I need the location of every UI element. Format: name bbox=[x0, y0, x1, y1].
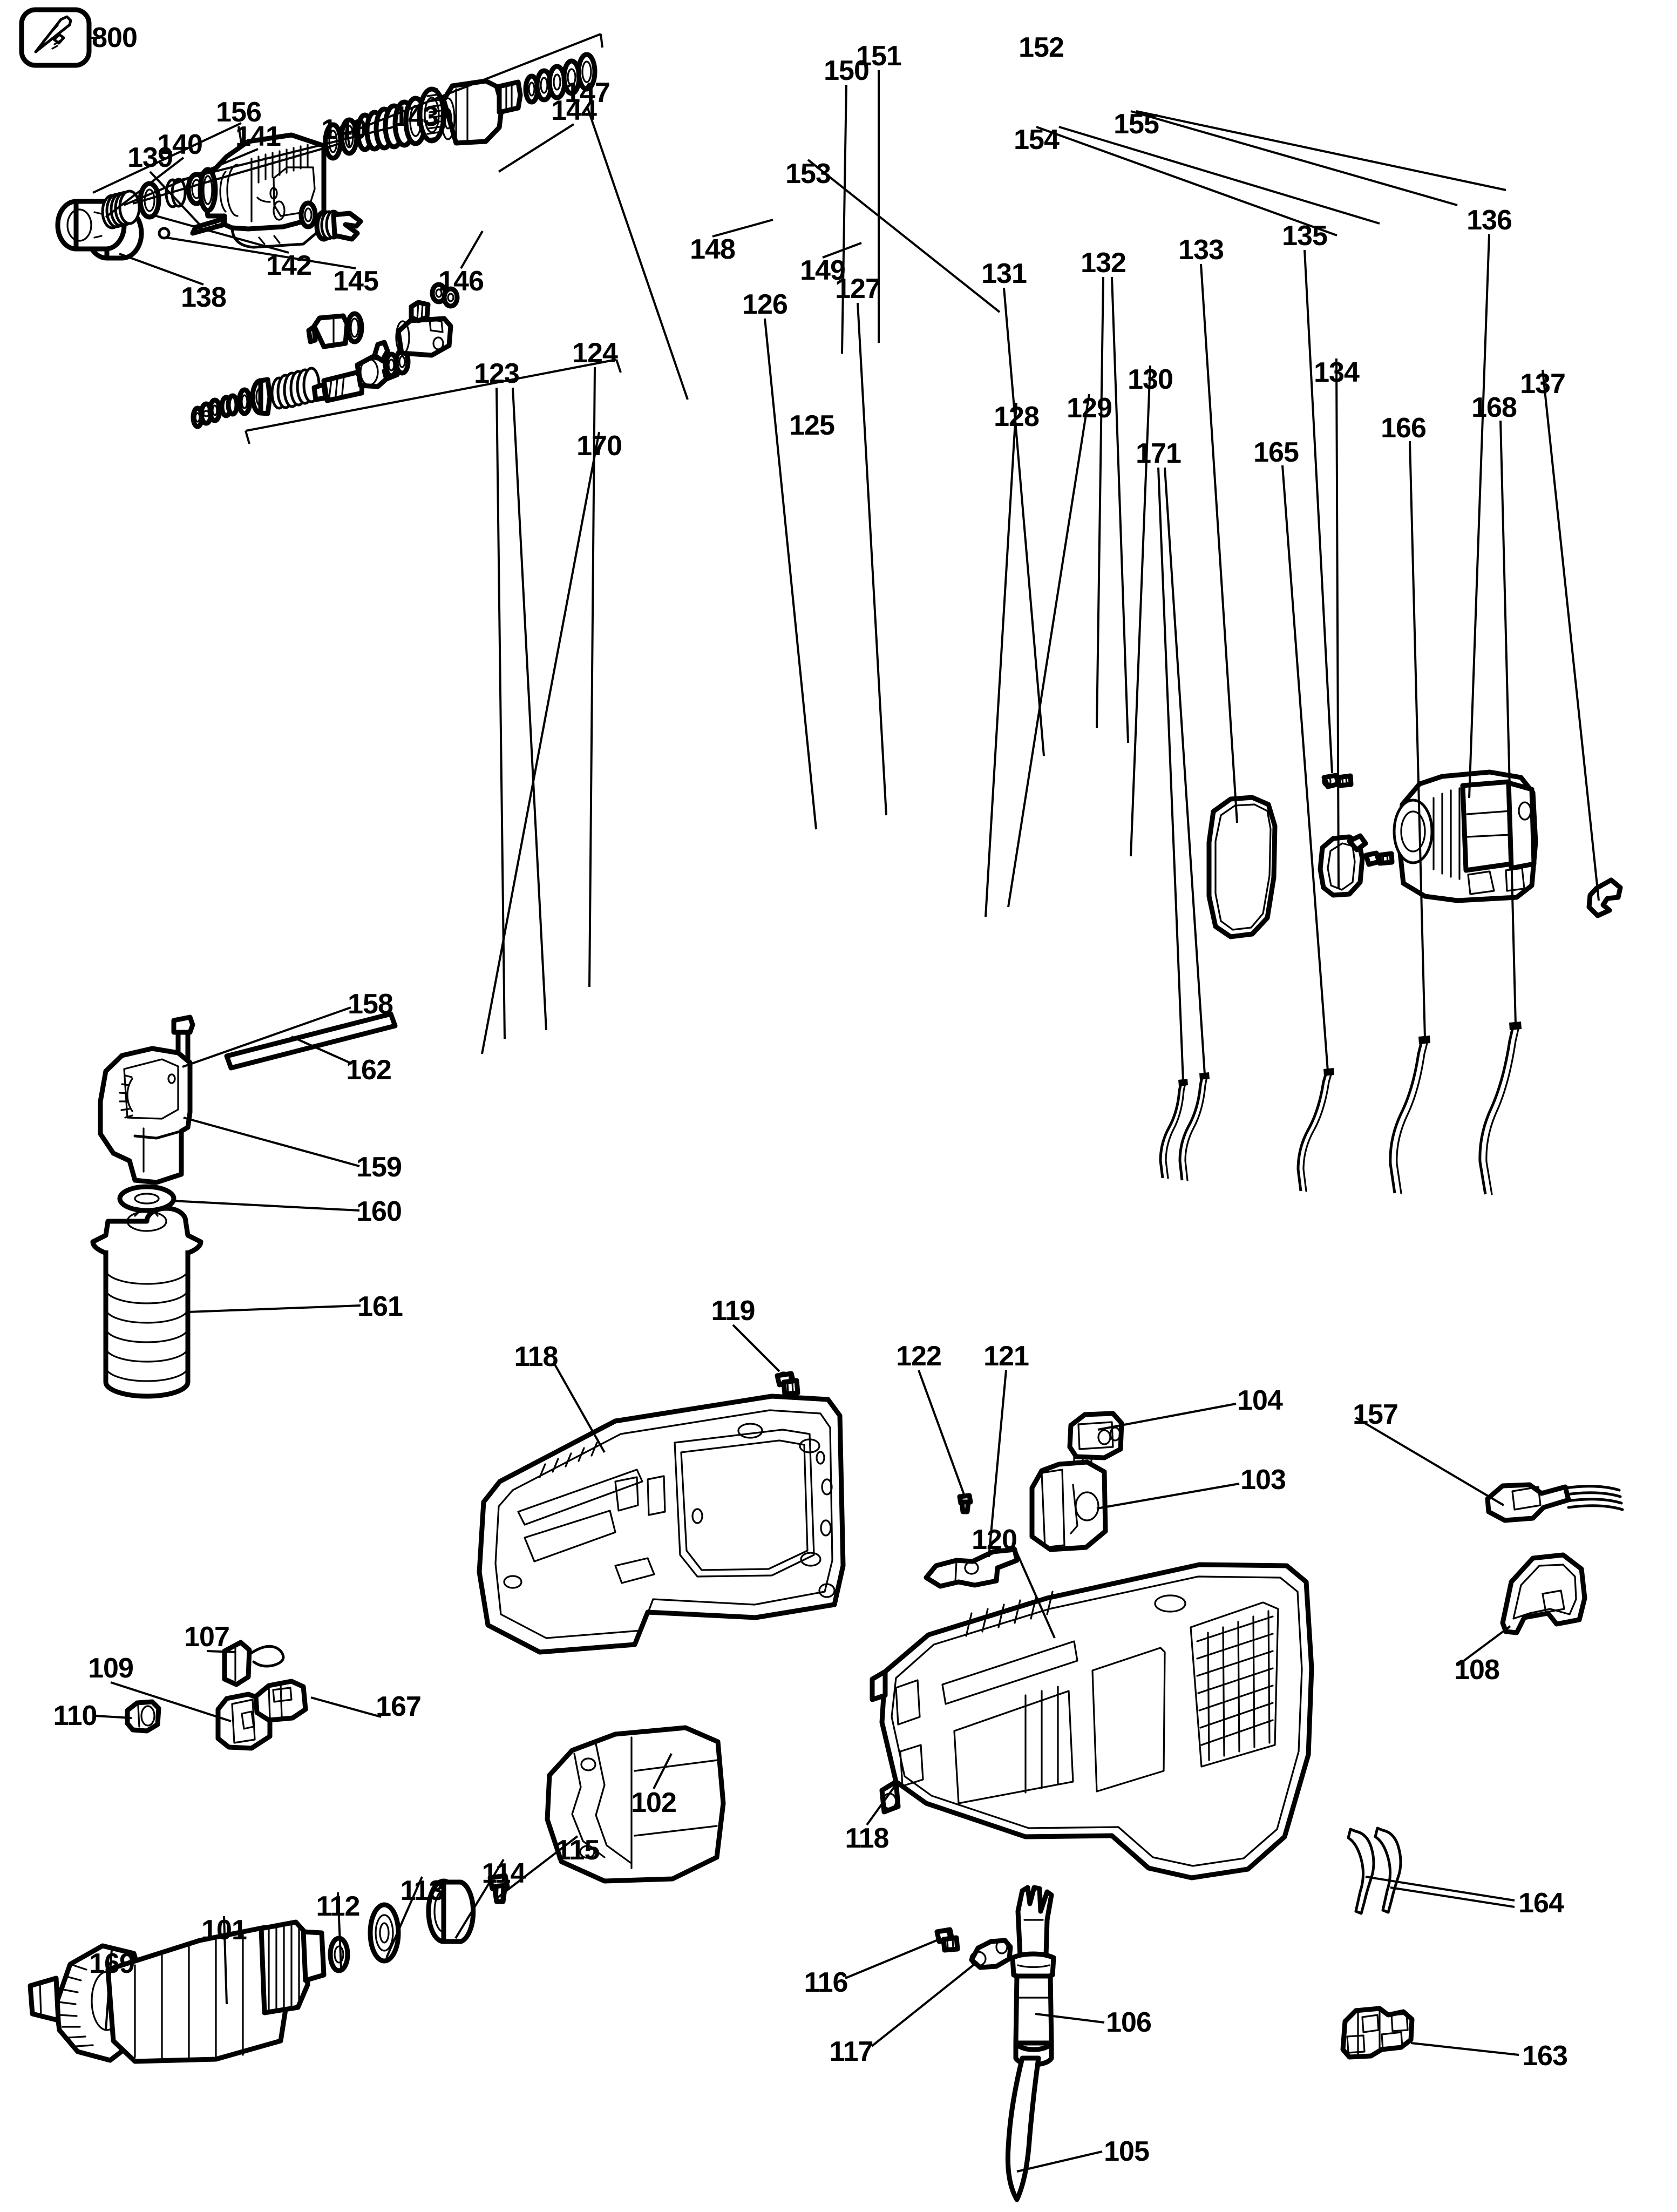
side-handle-art bbox=[90, 1011, 398, 1399]
callout-number-118: 118 bbox=[845, 1823, 890, 1854]
cord-assembly-art bbox=[934, 1885, 1056, 2202]
callout-number-110: 110 bbox=[53, 1700, 98, 1731]
callout-number-125: 125 bbox=[789, 410, 835, 441]
callout-number-106: 106 bbox=[1106, 2007, 1152, 2038]
callout-number-171: 171 bbox=[1136, 438, 1182, 469]
callout-number-133: 133 bbox=[1178, 234, 1224, 266]
callout-number-155: 155 bbox=[1114, 109, 1159, 140]
callout-number-109: 109 bbox=[88, 1653, 134, 1684]
callout-number-127: 127 bbox=[835, 273, 881, 305]
callout-number-164: 164 bbox=[1518, 1888, 1564, 1919]
callout-number-103: 103 bbox=[1240, 1464, 1286, 1496]
callout-number-143: 143 bbox=[393, 101, 439, 132]
clamshell-housing-art bbox=[477, 1371, 1068, 1655]
callout-number-123: 123 bbox=[474, 358, 520, 389]
callout-number-137: 137 bbox=[1520, 368, 1566, 400]
callout-number-121: 121 bbox=[983, 1341, 1029, 1372]
callout-number-160: 160 bbox=[356, 1196, 402, 1227]
callout-number-115: 115 bbox=[555, 1835, 600, 1866]
callout-number-150: 150 bbox=[824, 55, 870, 86]
callout-number-134: 134 bbox=[1314, 357, 1360, 388]
callout-number-152: 152 bbox=[1019, 32, 1064, 63]
callout-number-162: 162 bbox=[346, 1054, 392, 1086]
callout-number-149: 149 bbox=[800, 255, 846, 286]
callout-number-170: 170 bbox=[576, 430, 622, 462]
callout-number-119: 119 bbox=[711, 1295, 756, 1327]
callout-number-161: 161 bbox=[357, 1291, 403, 1322]
callout-number-145: 145 bbox=[333, 266, 379, 297]
callout-number-114: 114 bbox=[481, 1858, 526, 1889]
callout-number-131: 131 bbox=[981, 258, 1027, 289]
switch-assembly-art bbox=[1029, 1411, 1624, 1635]
callout-number-122: 122 bbox=[896, 1341, 942, 1372]
callout-number-128: 128 bbox=[994, 401, 1040, 432]
callout-number-126: 126 bbox=[742, 289, 788, 320]
callout-number-163: 163 bbox=[1522, 2040, 1568, 2072]
callout-number-154: 154 bbox=[1014, 124, 1060, 155]
callout-number-116: 116 bbox=[804, 1967, 848, 1998]
callout-number-139: 139 bbox=[127, 142, 173, 173]
callout-number-132: 132 bbox=[1081, 247, 1126, 279]
callout-number-107: 107 bbox=[184, 1621, 230, 1653]
callout-number-112: 112 bbox=[316, 1891, 361, 1922]
piston-assembly-art bbox=[191, 282, 622, 444]
callout-number-129: 129 bbox=[1067, 393, 1112, 424]
callout-number-136: 136 bbox=[1466, 205, 1512, 236]
callout-number-118: 118 bbox=[514, 1341, 559, 1372]
callout-number-101: 101 bbox=[201, 1915, 247, 1946]
callout-number-140: 140 bbox=[321, 114, 367, 145]
callout-number-113: 113 bbox=[400, 1875, 445, 1906]
leader-lines bbox=[90, 37, 1600, 2173]
callout-number-104: 104 bbox=[1237, 1385, 1283, 1416]
callout-number-138: 138 bbox=[181, 282, 227, 313]
callout-number-130: 130 bbox=[1128, 364, 1173, 395]
motor-assembly-art bbox=[28, 1640, 726, 2064]
callout-number-117: 117 bbox=[829, 2036, 874, 2067]
callout-number-159: 159 bbox=[356, 1152, 402, 1183]
callout-number-158: 158 bbox=[348, 989, 393, 1020]
callout-number-156: 156 bbox=[216, 97, 262, 128]
spindle-assembly-art bbox=[323, 33, 603, 161]
callout-number-142: 142 bbox=[266, 250, 312, 281]
callout-number-168: 168 bbox=[1471, 392, 1517, 423]
brush-lead-wires bbox=[1159, 1022, 1522, 1195]
callout-number-105: 105 bbox=[1104, 2136, 1150, 2167]
callout-number-151: 151 bbox=[856, 40, 902, 72]
right-clamshell-art bbox=[870, 1562, 1314, 1880]
callout-number-153: 153 bbox=[785, 158, 831, 190]
legend-tool-icon bbox=[19, 7, 100, 68]
callout-number-102: 102 bbox=[631, 1787, 677, 1818]
callout-number-148: 148 bbox=[690, 234, 736, 265]
callout-number-144: 144 bbox=[551, 95, 597, 126]
motor-housing-art bbox=[1206, 769, 1623, 939]
callout-number-165: 165 bbox=[1253, 437, 1299, 468]
callout-number-166: 166 bbox=[1381, 412, 1427, 444]
clips-art bbox=[1340, 1827, 1415, 2060]
callout-number-800: 800 bbox=[92, 22, 138, 53]
callout-number-147: 147 bbox=[565, 77, 610, 109]
callout-number-108: 108 bbox=[1454, 1654, 1500, 1686]
callout-number-140: 140 bbox=[157, 129, 203, 160]
callout-number-146: 146 bbox=[438, 266, 484, 297]
callout-number-124: 124 bbox=[572, 337, 618, 369]
callout-number-120: 120 bbox=[972, 1524, 1017, 1555]
callout-number-169: 169 bbox=[89, 1948, 135, 1979]
callout-number-141: 141 bbox=[235, 121, 281, 152]
callout-number-167: 167 bbox=[376, 1691, 422, 1722]
callout-number-157: 157 bbox=[1353, 1399, 1398, 1430]
callout-number-135: 135 bbox=[1282, 220, 1328, 252]
